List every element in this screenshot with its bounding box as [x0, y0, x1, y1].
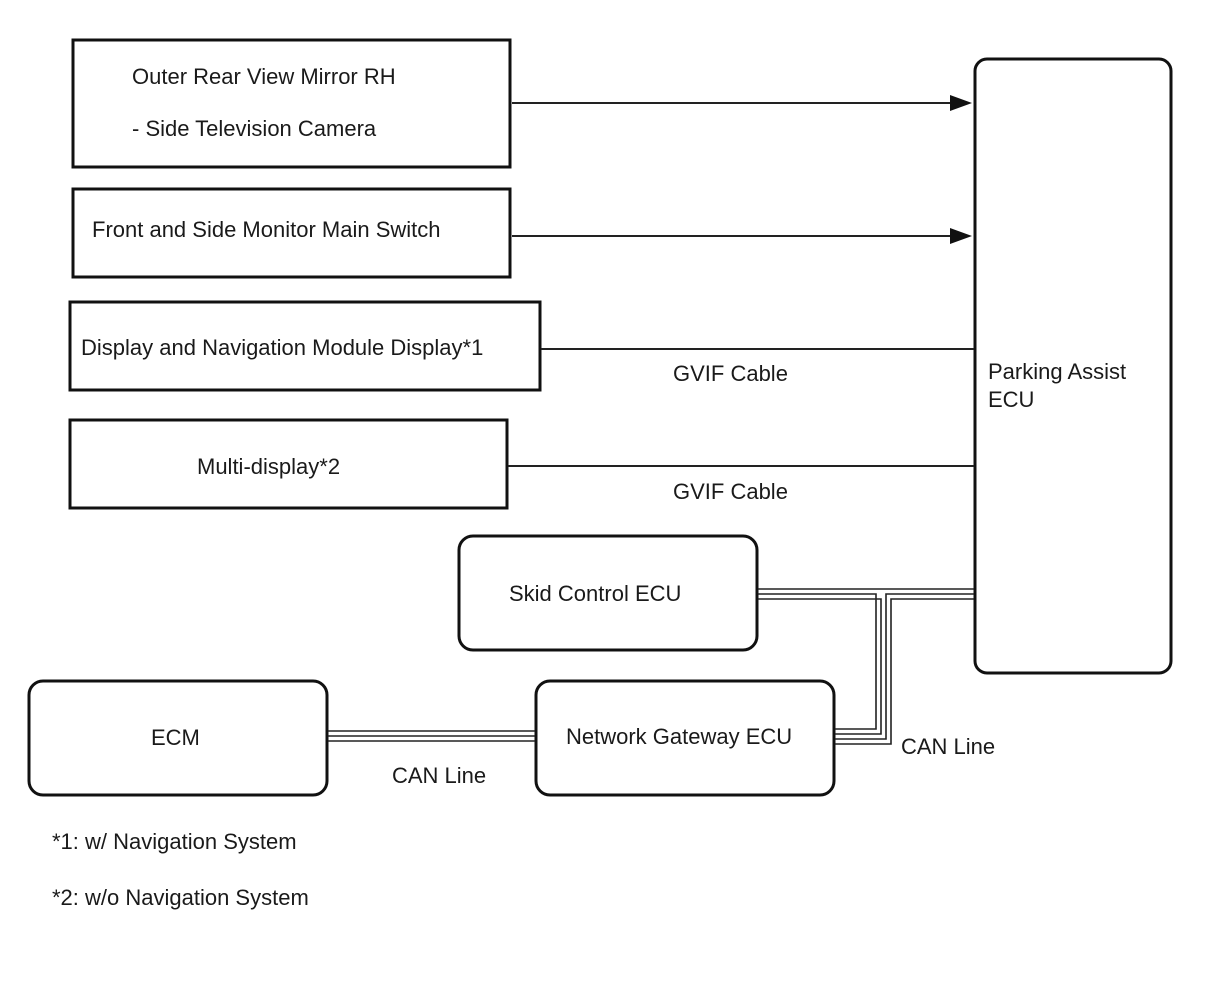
footnote-2: *2: w/o Navigation System: [52, 885, 309, 910]
gateway-ecu-box: [534, 679, 836, 797]
can-line-label-2: CAN Line: [392, 763, 487, 788]
parking-ecu-box: [973, 57, 1173, 675]
multi-display-label: Multi-display*2: [197, 454, 341, 479]
skid-ecu-box: [457, 534, 759, 652]
can-bus-upper: [758, 588, 974, 745]
ecm-label: ECM: [151, 725, 200, 750]
mirror-arrow-head: [950, 95, 972, 111]
mirror-label-line2: - Side Television Camera: [132, 116, 377, 141]
mirror-camera-box: [71, 38, 512, 169]
multi-display-box: [68, 418, 509, 510]
nav-display-box: [68, 300, 542, 392]
can-line-label-1: CAN Line: [901, 734, 996, 759]
ecm-box: [27, 679, 329, 797]
main-switch-label: Front and Side Monitor Main Switch: [92, 217, 441, 242]
skid-ecu-label: Skid Control ECU: [509, 581, 682, 606]
main-switch-box: [71, 187, 512, 279]
gvif-cable-label-1: GVIF Cable: [673, 361, 788, 386]
can-bus-lower: [328, 730, 535, 742]
mirror-label-line1: Outer Rear View Mirror RH: [132, 64, 396, 89]
gvif-cable-label-2: GVIF Cable: [673, 479, 788, 504]
parking-ecu-label-line1: Parking Assist: [988, 359, 1127, 384]
switch-arrow-head: [950, 228, 972, 244]
parking-ecu-label-line2: ECU: [988, 387, 1035, 412]
gateway-ecu-label: Network Gateway ECU: [566, 724, 793, 749]
footnote-1: *1: w/ Navigation System: [52, 829, 297, 854]
nav-display-label: Display and Navigation Module Display*1: [81, 335, 484, 360]
